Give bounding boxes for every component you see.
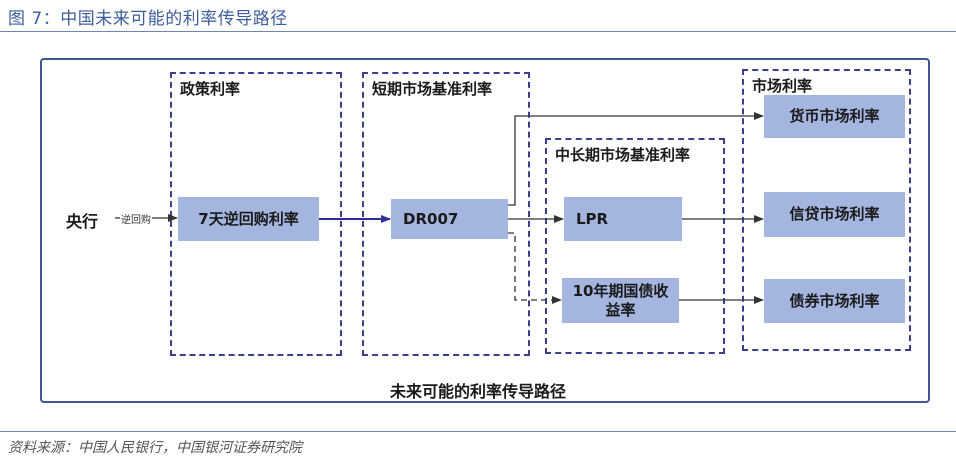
figure-title: 图 7：中国未来可能的利率传导路径 <box>8 9 288 29</box>
central-bank-label: 央行 <box>66 212 99 231</box>
group-short-term-benchmark: 短期市场基准利率 <box>362 72 530 356</box>
node-money-market-rate: 货币市场利率 <box>764 95 905 138</box>
group-short-term-benchmark-label: 短期市场基准利率 <box>372 78 493 99</box>
title-divider <box>0 31 956 32</box>
node-lpr: LPR <box>564 197 682 241</box>
footer-divider <box>0 431 956 432</box>
group-policy-rate-label: 政策利率 <box>180 78 241 99</box>
group-market-rate: 市场利率 <box>742 69 911 351</box>
group-mid-long-term-benchmark: 中长期市场基准利率 <box>545 138 725 354</box>
source-note: 资料来源：中国人民银行，中国银河证券研究院 <box>8 440 302 456</box>
arrow-dr007-to-bond-10y <box>508 232 562 304</box>
node-dr007: DR007 <box>391 199 508 239</box>
node-7d-reverse-repo-rate: 7天逆回购利率 <box>178 197 319 241</box>
arrow-dr007-to-money-market <box>508 112 764 206</box>
node-10y-treasury-yield: 10年期国债收益率 <box>562 278 679 323</box>
group-mid-long-term-benchmark-label: 中长期市场基准利率 <box>555 144 691 165</box>
node-bond-market-rate: 债券市场利率 <box>764 279 905 323</box>
diagram-caption: 未来可能的利率传导路径 <box>389 382 566 401</box>
group-market-rate-label: 市场利率 <box>752 75 813 96</box>
reverse-repo-edge-label: 逆回购 <box>120 211 152 226</box>
node-credit-market-rate: 信贷市场利率 <box>764 192 905 237</box>
